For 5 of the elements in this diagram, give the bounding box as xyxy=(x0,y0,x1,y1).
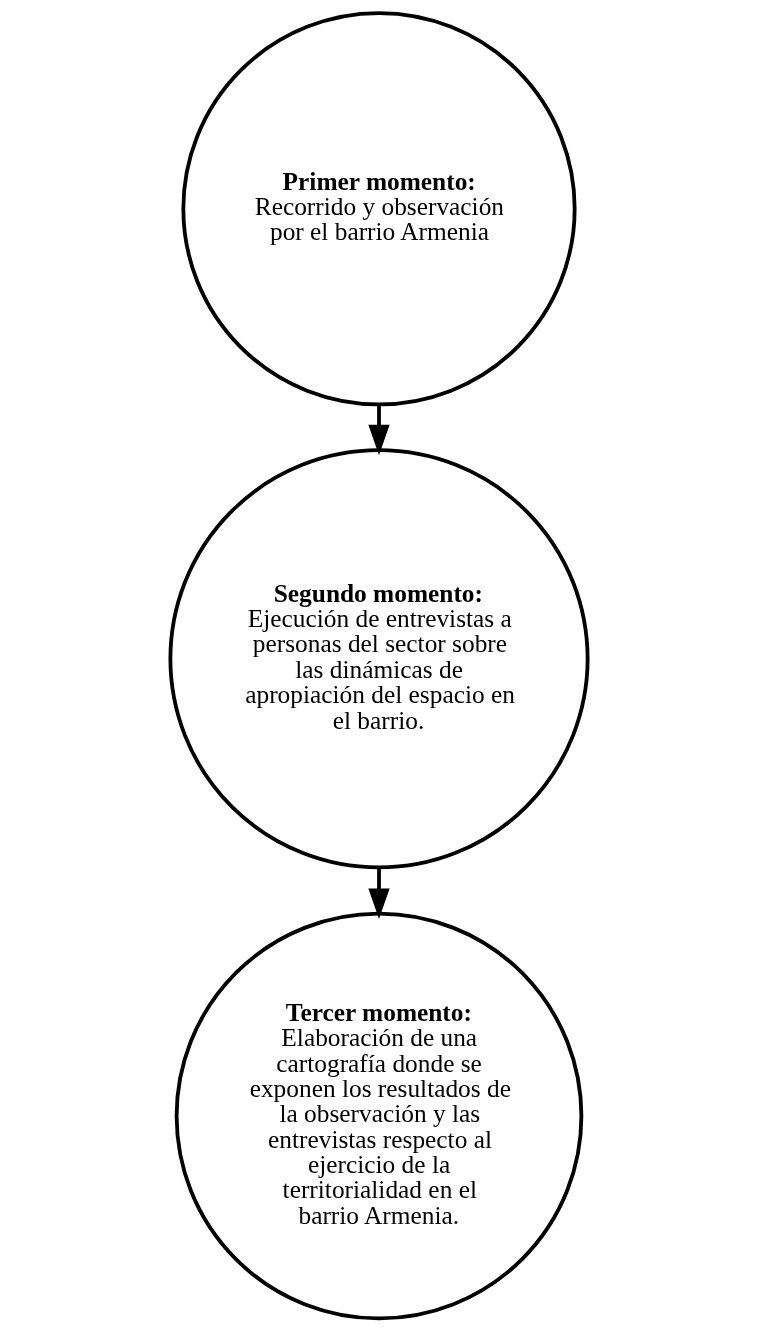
arrow xyxy=(367,867,390,919)
node-circle: Segundo momento: Ejecución de entrevistas a personas del sector sobre las dinámicas de apropiación del espacio en el barrio. xyxy=(168,448,589,870)
arrow xyxy=(367,404,390,456)
node-circle: Tercer momento: Elaboración de una cartografía donde se exponen los resultados de la observación y las entrevistas respecto al ejercicio de la territorialidad en el barrio Armenia. xyxy=(174,911,583,1321)
node-circle: Primer momento: Recorrido y observación por el barrio Armenia xyxy=(180,11,577,407)
